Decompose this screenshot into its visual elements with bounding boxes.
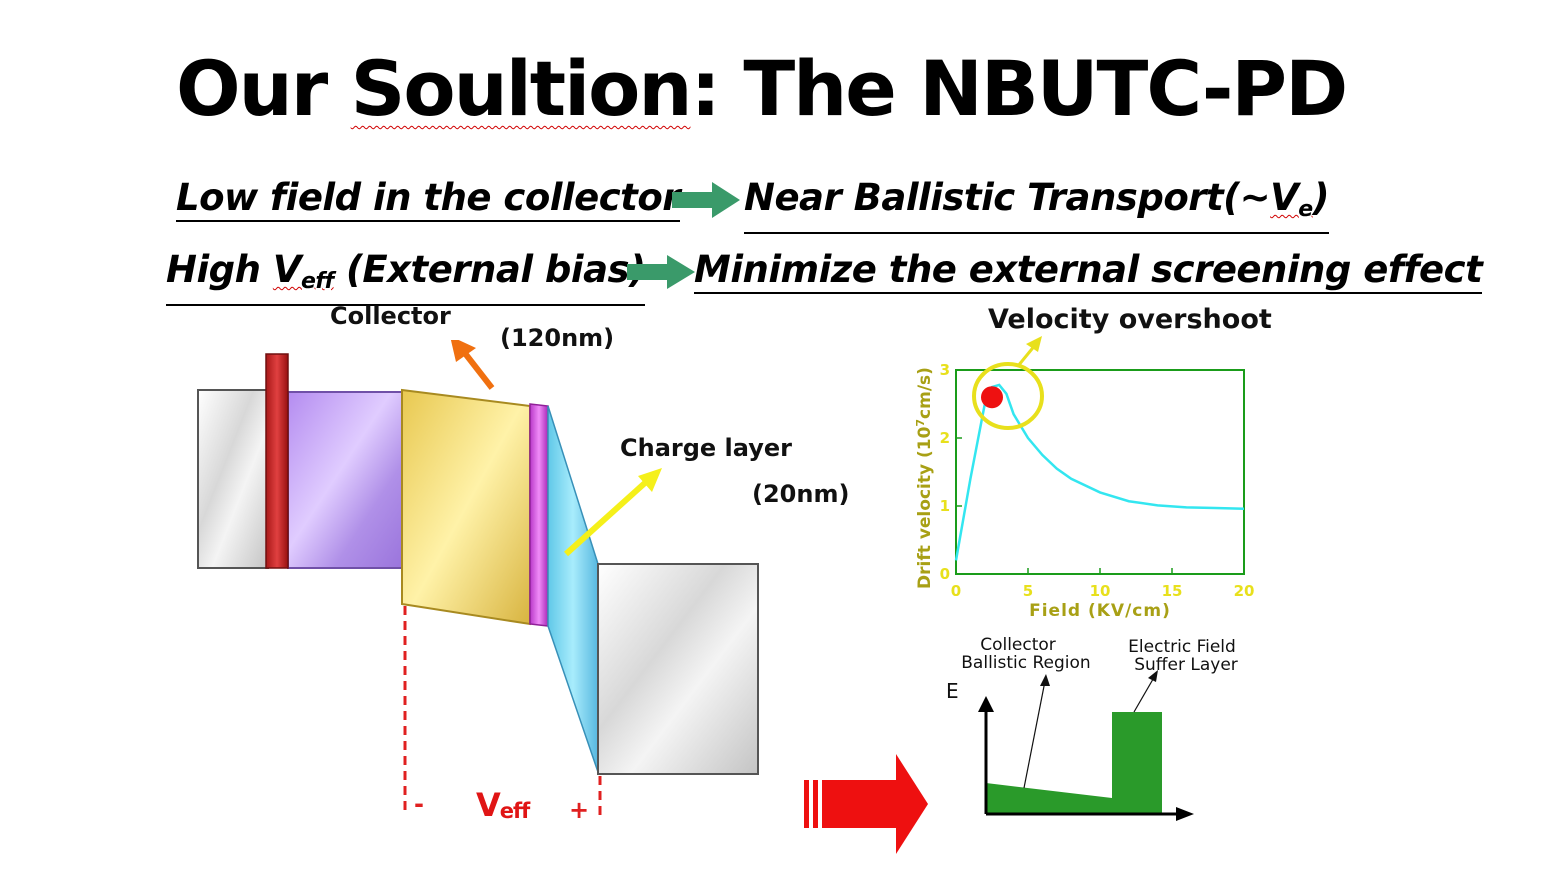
red-transition-arrow (804, 754, 928, 854)
absorption-layer (287, 391, 404, 569)
field-axis-label: E (946, 679, 959, 703)
marker-point (981, 386, 1003, 409)
chart-xlabel: Field (KV/cm) (1029, 601, 1171, 621)
x-tick-label: 15 (1162, 582, 1183, 600)
collector-region-label-2: Ballistic Region (961, 653, 1090, 673)
collector-label: Collector (330, 302, 451, 330)
collector-pointer (1023, 675, 1047, 789)
y-tick-label: 3 (940, 361, 950, 379)
chart-ylabel: Drift velocity (107cm/s) (914, 367, 935, 589)
collector-field-region (986, 783, 1112, 814)
title-misspelled-word: Soultion (350, 44, 693, 133)
charge-layer (547, 405, 599, 773)
overshoot-pointer-head (1026, 336, 1042, 352)
charge-thickness-label: (20nm) (752, 480, 850, 508)
chart-frame (955, 369, 1245, 575)
collector-arrow-head (450, 340, 476, 362)
bullet-1-right: Near Ballistic Transport(~Ve) (744, 176, 1330, 234)
field-x-axis-head (1176, 807, 1194, 821)
collector-region-label-1: Collector (980, 635, 1056, 655)
overshoot-circle (972, 362, 1044, 430)
page-title: Our Soultion: The NBUTC-PD (176, 44, 1348, 133)
barrier-layer (265, 353, 289, 569)
bullet-1-left: Low field in the collector (176, 176, 681, 222)
collector-thickness-label: (120nm) (500, 324, 615, 352)
bullet-2-arrow (627, 255, 695, 289)
y-tick-label: 1 (940, 497, 950, 515)
bullet-2-left: High Veff (External bias) (166, 248, 646, 306)
field-y-axis-head (978, 696, 994, 712)
veff-minus: - (414, 790, 424, 818)
buffer-layer-label-1: Electric Field (1128, 637, 1236, 657)
velocity-overshoot-label: Velocity overshoot (988, 304, 1272, 335)
x-tick-label: 5 (1023, 582, 1033, 600)
contact-layer-left (197, 389, 269, 569)
charge-arrow-head (638, 468, 662, 492)
x-tick-label: 10 (1090, 582, 1111, 600)
bullet-2-right: Minimize the external screening effect (694, 248, 1483, 294)
band-diagram (197, 340, 759, 816)
collector-arrow (461, 350, 495, 390)
field-diagram: Collector Ballistic Region Electric Fiel… (946, 635, 1238, 821)
charge-layer-label: Charge layer (620, 434, 792, 462)
velocity-chart: 0 5 10 15 20 0 1 2 3 Field (KV/cm) Drift velocit… (914, 336, 1255, 621)
y-tick-label: 2 (940, 429, 950, 447)
buffer-pointer (1133, 673, 1157, 713)
charge-arrow (563, 479, 649, 557)
y-tick-label: 0 (940, 565, 950, 583)
contact-layer-right (597, 563, 759, 775)
collector-pointer-head (1040, 674, 1050, 686)
veff-label: Veff (476, 786, 530, 824)
bullet-1-arrow (672, 182, 740, 218)
buffer-pointer-head (1148, 670, 1158, 682)
buffer-layer-label-2: Suffer Layer (1134, 655, 1238, 675)
collector-layer (401, 388, 531, 626)
buffer-field-region (1112, 712, 1162, 814)
thin-layer (529, 403, 549, 627)
veff-plus: + (569, 796, 590, 824)
x-tick-label: 0 (951, 582, 961, 600)
x-tick-label: 20 (1234, 582, 1255, 600)
